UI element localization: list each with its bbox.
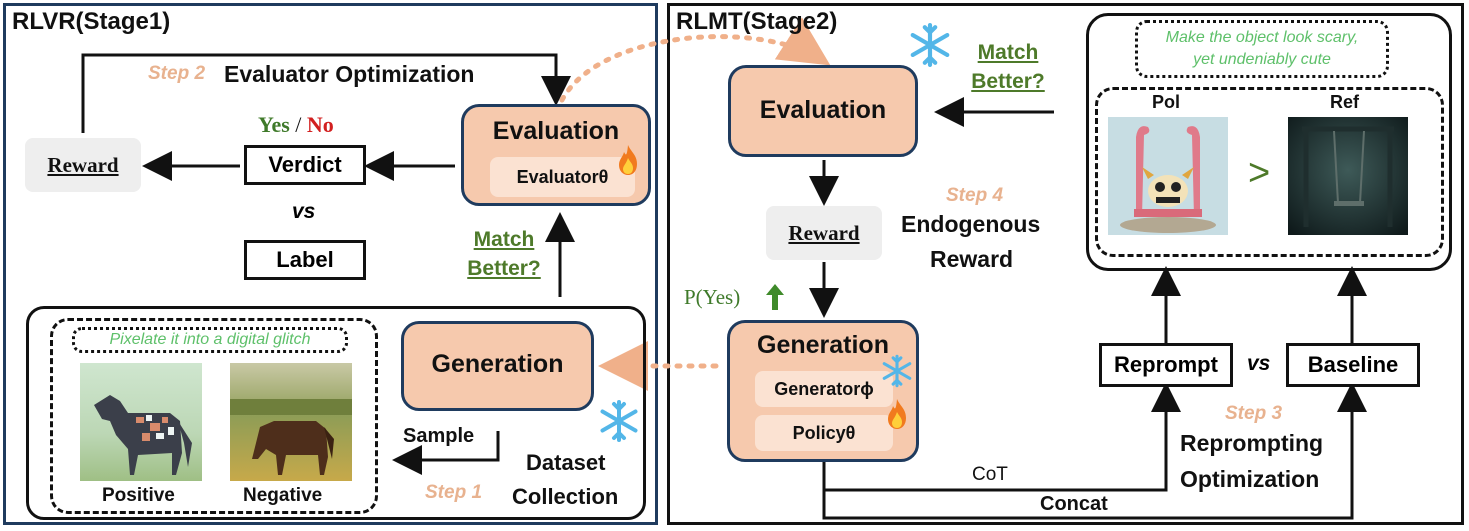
yes-label: Yes bbox=[258, 112, 290, 137]
endogenous-label: Endogenous bbox=[901, 211, 1041, 237]
up-arrow-icon bbox=[766, 284, 784, 310]
stage2-prompt-line1: Make the object look scary, bbox=[1165, 29, 1359, 46]
stage1-panel bbox=[3, 3, 658, 525]
stage1-reward: Reward bbox=[25, 138, 141, 192]
pol-image bbox=[1108, 117, 1228, 235]
stage1-generation-box: Generation bbox=[401, 321, 594, 411]
stage2-prompt-line2: yet undeniably cute bbox=[1193, 51, 1331, 68]
optimization-label: Optimization bbox=[1180, 466, 1320, 492]
negative-caption: Negative bbox=[243, 485, 323, 506]
stage2-evaluation-box: Evaluation bbox=[728, 65, 918, 157]
negative-image bbox=[230, 363, 352, 481]
positive-image bbox=[80, 363, 202, 481]
stage2-better-text: Better? bbox=[971, 70, 1045, 93]
positive-caption: Positive bbox=[102, 485, 175, 506]
stage2-title: RLMT(Stage2) bbox=[676, 8, 838, 35]
dataset-dashed-box bbox=[50, 318, 378, 514]
snowflake-icon bbox=[600, 400, 638, 442]
stage1-evaluation-box: Evaluation Evaluatorθ bbox=[461, 104, 651, 206]
baseline-box: Baseline bbox=[1286, 343, 1420, 387]
stage2-prompt: Make the object look scary, yet undeniab… bbox=[1135, 20, 1389, 78]
fire-icon bbox=[888, 399, 906, 429]
stage2-panel bbox=[667, 3, 1464, 525]
concat-label: Concat bbox=[1040, 493, 1108, 515]
vs-label-stage1: vs bbox=[292, 200, 316, 223]
snowflake-icon bbox=[910, 23, 950, 67]
stage1-match-text: Match bbox=[473, 228, 535, 251]
vs-label-stage2: vs bbox=[1247, 352, 1271, 375]
stage2-generation-title: Generation bbox=[757, 331, 889, 359]
p-yes-label: P(Yes) bbox=[684, 285, 741, 309]
step3-tag: Step 3 bbox=[1225, 403, 1283, 424]
collection-label: Collection bbox=[512, 484, 619, 509]
pol-ref-container bbox=[1086, 13, 1452, 271]
sample-label: Sample bbox=[403, 425, 475, 447]
stage1-title: RLVR(Stage1) bbox=[12, 8, 171, 35]
no-label: No bbox=[306, 112, 334, 137]
policy-pill: Policyθ bbox=[755, 415, 893, 451]
ref-image bbox=[1288, 117, 1408, 235]
evaluator-pill: Evaluatorθ bbox=[490, 157, 635, 197]
slash-label: / bbox=[295, 112, 302, 137]
cot-label: CoT bbox=[972, 464, 1008, 485]
step2-tag: Step 2 bbox=[148, 63, 206, 84]
dataset-label: Dataset bbox=[526, 450, 606, 475]
verdict-box: Verdict bbox=[244, 145, 366, 185]
stage1-match-better: Match Better? bbox=[458, 225, 550, 283]
stage2-reward: Reward bbox=[766, 206, 882, 260]
pol-ref-dashed-box bbox=[1095, 87, 1444, 257]
step2-label: Evaluator Optimization bbox=[224, 61, 475, 87]
stage1-generation-title: Generation bbox=[431, 350, 564, 378]
stage1-generation-container bbox=[26, 306, 646, 520]
stage2-match-text: Match bbox=[977, 41, 1039, 64]
fire-icon bbox=[619, 145, 637, 175]
stage1-better-text: Better? bbox=[467, 257, 541, 280]
verdict-answer: Yes / No bbox=[258, 112, 334, 138]
endogenous-reward-label: Reward bbox=[930, 246, 1014, 272]
reprompting-label: Reprompting bbox=[1180, 430, 1324, 456]
ref-caption: Ref bbox=[1330, 92, 1360, 112]
stage2-generation-box: Generation Generatorϕ Policyθ bbox=[727, 320, 919, 462]
stage2-match-better: Match Better? bbox=[962, 38, 1054, 96]
stage1-evaluation-title: Evaluation bbox=[492, 117, 620, 145]
stage1-prompt: Pixelate it into a digital glitch bbox=[72, 327, 348, 353]
step4-tag: Step 4 bbox=[946, 185, 1004, 206]
generator-pill: Generatorϕ bbox=[755, 371, 893, 407]
step1-tag: Step 1 bbox=[425, 482, 483, 503]
label-box: Label bbox=[244, 240, 366, 280]
greater-sign: > bbox=[1248, 152, 1271, 194]
pol-caption: Pol bbox=[1152, 92, 1181, 112]
stage2-evaluation-title: Evaluation bbox=[759, 96, 887, 124]
reprompt-box: Reprompt bbox=[1099, 343, 1233, 387]
snowflake-icon bbox=[882, 354, 912, 388]
